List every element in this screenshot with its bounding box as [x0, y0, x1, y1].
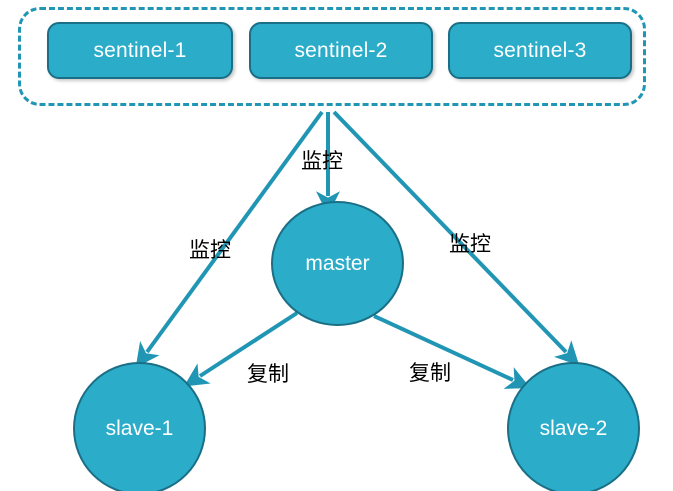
edge-label-master-to-slave-1: 复制	[247, 363, 289, 386]
edge-label-sentinel-to-master: 监控	[301, 150, 343, 173]
sentinel-node-3[interactable]: sentinel-3	[448, 22, 632, 79]
edge-sentinel-to-slave-1	[135, 110, 324, 368]
node-slave-1[interactable]: slave-1	[73, 362, 206, 491]
sentinel-node-1-label: sentinel-1	[93, 38, 187, 62]
sentinel-cluster-container	[18, 7, 646, 106]
edge-sentinel-to-slave-2	[332, 110, 580, 366]
sentinel-node-2[interactable]: sentinel-2	[249, 22, 433, 79]
edge-master-to-slave-1	[183, 311, 299, 387]
node-slave-1-label: slave-1	[105, 416, 174, 440]
node-slave-2-label: slave-2	[539, 416, 608, 440]
sentinel-node-3-label: sentinel-3	[493, 38, 587, 62]
node-master[interactable]: master	[271, 201, 404, 326]
sentinel-node-2-label: sentinel-2	[294, 38, 388, 62]
edge-label-master-to-slave-2: 复制	[409, 362, 451, 385]
edge-master-to-slave-2	[373, 314, 531, 389]
node-slave-2[interactable]: slave-2	[507, 362, 640, 491]
node-master-label: master	[305, 251, 370, 275]
sentinel-node-1[interactable]: sentinel-1	[47, 22, 233, 79]
edge-label-sentinel-to-slave-1: 监控	[189, 239, 231, 262]
edge-label-sentinel-to-slave-2: 监控	[449, 233, 491, 256]
